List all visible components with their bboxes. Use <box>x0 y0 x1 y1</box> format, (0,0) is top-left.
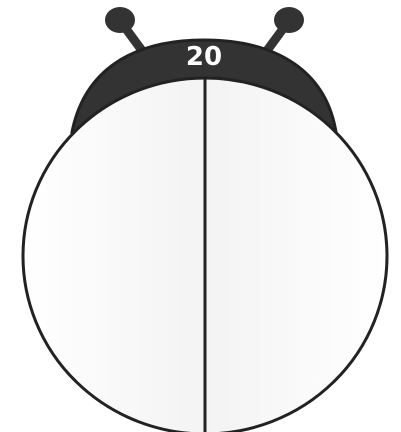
antenna-left <box>105 7 146 56</box>
ladybug-number: 20 <box>186 42 222 72</box>
antenna-right <box>263 7 304 56</box>
